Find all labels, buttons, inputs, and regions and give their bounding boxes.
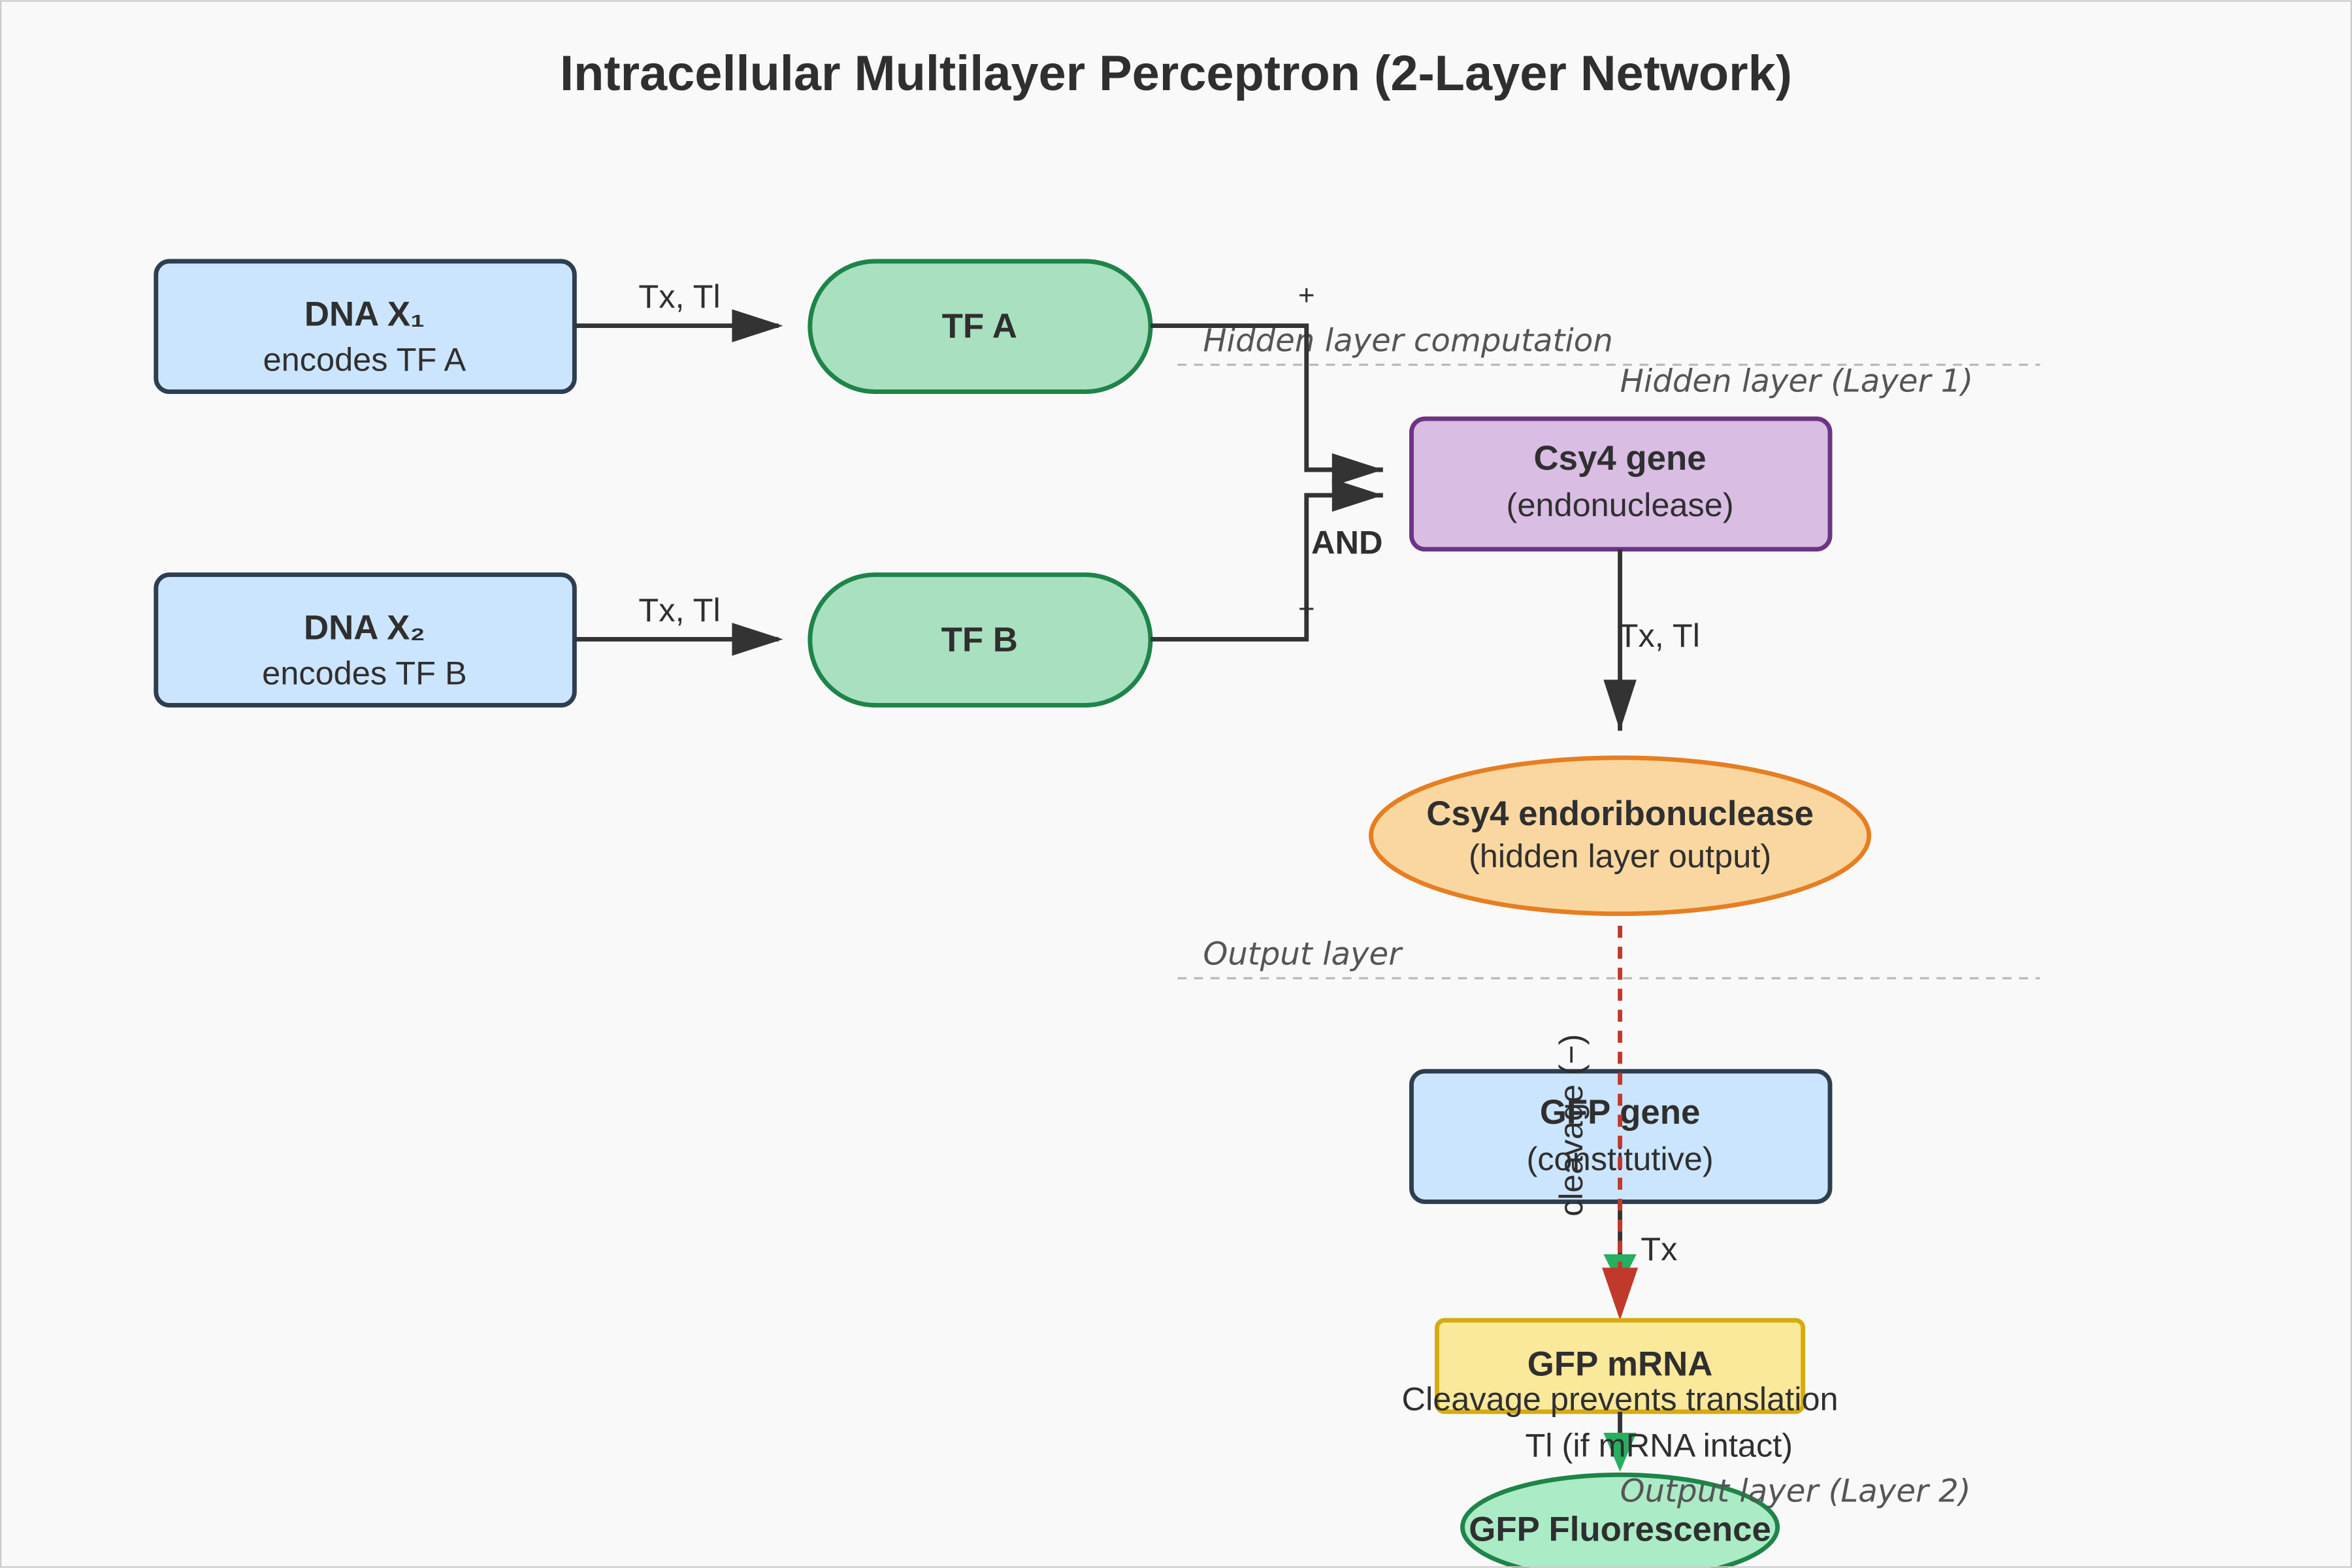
gfp-mrna-name: GFP mRNA xyxy=(1527,1345,1713,1384)
x1-to-tfa-label: Tx, Tl xyxy=(638,278,720,315)
output-layer-2-label: Output layer (Layer 2) xyxy=(1620,1473,1971,1510)
dna-x1-name: DNA X₁ xyxy=(304,295,425,334)
and-gate-label: AND xyxy=(1311,524,1382,561)
diagram-title: Intracellular Multilayer Perceptron (2-L… xyxy=(560,46,1792,101)
csy4-gene-node: Csy4 gene (endonuclease) xyxy=(1409,416,1833,552)
gfp-fluorescence-ellipse xyxy=(1460,1472,1780,1568)
csy4-gene-desc: (endonuclease) xyxy=(1507,486,1734,523)
output-layer-label: Output layer xyxy=(1203,936,1403,973)
csy4-protein-node: Csy4 endoribonuclease (hidden layer outp… xyxy=(1369,755,1872,917)
gfp-tx-label: Tx xyxy=(1641,1230,1677,1267)
hidden-computation-label: Hidden layer computation xyxy=(1203,323,1613,359)
tf-a-node: TF A xyxy=(808,259,1153,395)
tfb-gate-arrowhead xyxy=(1331,478,1383,512)
tfa-sign: + xyxy=(1298,280,1315,311)
dna-x2-name: DNA X₂ xyxy=(304,608,425,647)
hidden-layer-label: Hidden layer (Layer 1) xyxy=(1620,363,1974,400)
gfp-tl-label: Tl (if mRNA intact) xyxy=(1525,1427,1793,1464)
csy4-expression-arrowhead xyxy=(1603,679,1637,731)
dna-x1-desc: encodes TF A xyxy=(263,340,466,378)
gfp-fluorescence-name: GFP Fluorescence xyxy=(1469,1510,1771,1548)
csy4-protein-desc: (hidden layer output) xyxy=(1469,837,1771,874)
x1-to-tfa-arrowhead xyxy=(732,309,783,342)
cleavage-label: cleavage (−) xyxy=(1552,1034,1590,1217)
csy4-expression-label: Tx, Tl xyxy=(1618,617,1700,654)
tfb-sign: + xyxy=(1298,593,1315,625)
tf-b-node: TF B xyxy=(808,572,1153,708)
dna-x1-node: DNA X₁ encodes TF A xyxy=(154,259,577,395)
x2-to-tfb-arrowhead xyxy=(732,623,783,656)
tf-a-name: TF A xyxy=(942,307,1017,346)
csy4-gene-box xyxy=(1409,416,1833,552)
gfp-tl-arrowhead xyxy=(1603,1432,1637,1472)
dna-x2-desc: encodes TF B xyxy=(262,654,466,691)
csy4-protein-name: Csy4 endoribonuclease xyxy=(1426,794,1814,833)
x2-to-tfb-label: Tx, Tl xyxy=(638,591,720,629)
dna-x2-node: DNA X₂ encodes TF B xyxy=(154,572,577,708)
tfa-gate-arrowhead xyxy=(1331,453,1383,487)
gfp-fluorescence-node: GFP Fluorescence xyxy=(1460,1472,1780,1568)
tf-b-name: TF B xyxy=(941,621,1018,659)
cleavage-arrowhead xyxy=(1602,1267,1639,1320)
csy4-protein-ellipse xyxy=(1369,755,1872,917)
cleavage-note: Cleavage prevents translation xyxy=(1402,1380,1838,1418)
csy4-gene-name: Csy4 gene xyxy=(1534,439,1707,478)
